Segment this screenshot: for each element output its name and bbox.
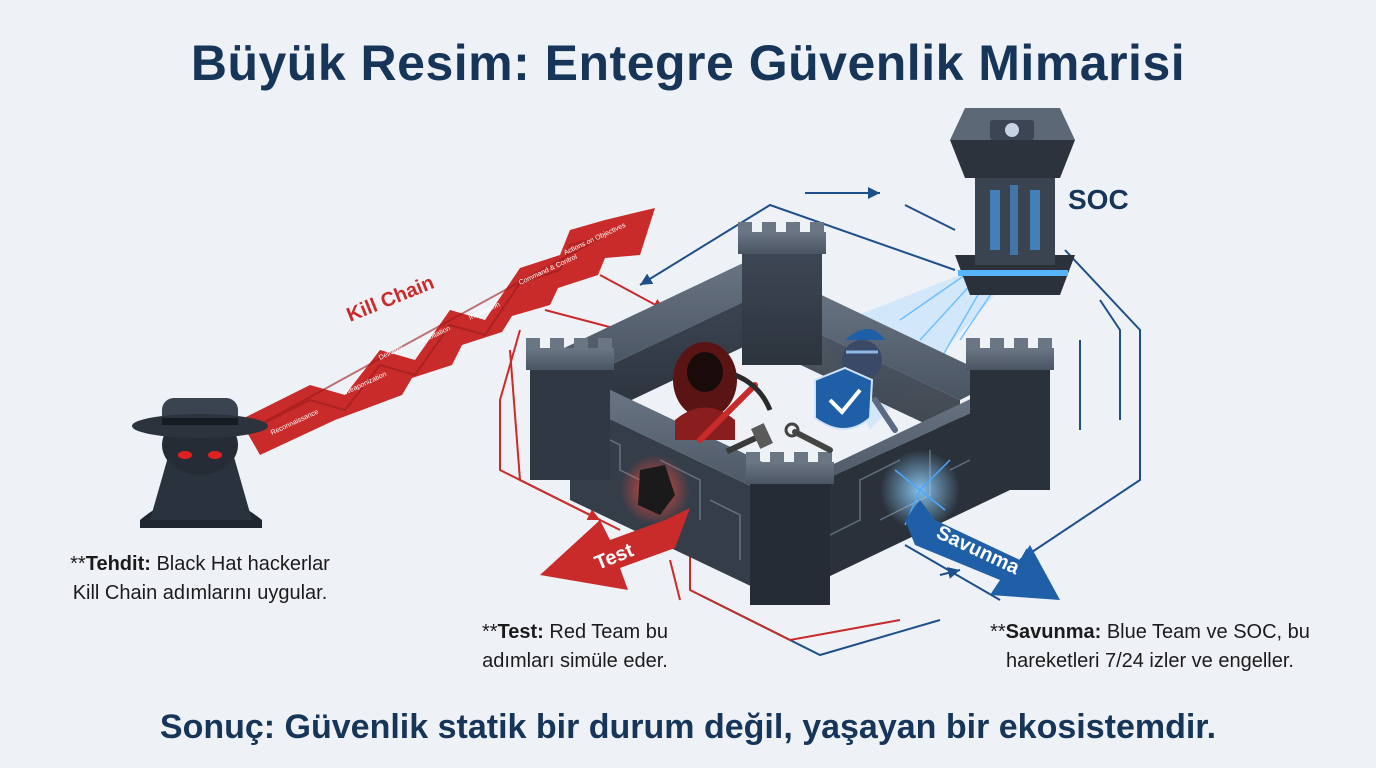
- wall-breach: [620, 455, 690, 525]
- kill-chain-arrow: [240, 208, 655, 455]
- page-title: Büyük Resim: Entegre Güvenlik Mimarisi: [190, 35, 1186, 91]
- red-team-hacker-icon: [673, 342, 737, 440]
- tower-front: [746, 452, 834, 605]
- tower-back: [738, 222, 826, 365]
- knight-shield-icon: [814, 329, 898, 433]
- hammer-icon: [725, 423, 773, 455]
- defense-arrow: [905, 500, 1060, 600]
- test-arrow: [540, 508, 690, 590]
- tower-right: [966, 338, 1054, 490]
- tower-left: [526, 338, 614, 480]
- soc-tower-icon: [950, 108, 1075, 295]
- defense-glow: [880, 450, 960, 530]
- kill-chain-label: Kill Chain: [344, 272, 438, 327]
- soc-label: SOC: [1068, 184, 1129, 215]
- defense-caption: **Savunma: Blue Team ve SOC, bu hareketl…: [990, 621, 1310, 672]
- hacker-icon: [132, 398, 268, 528]
- test-caption: **Test: Red Team bu adımları simüle eder…: [481, 621, 669, 672]
- threat-caption: **Tehdit: Black Hat hackerlar Kill Chain…: [70, 553, 330, 604]
- conclusion-text: Sonuç: Güvenlik statik bir durum değil, …: [159, 708, 1217, 746]
- pickaxe-icon: [697, 372, 773, 443]
- wrench-icon: [784, 422, 833, 453]
